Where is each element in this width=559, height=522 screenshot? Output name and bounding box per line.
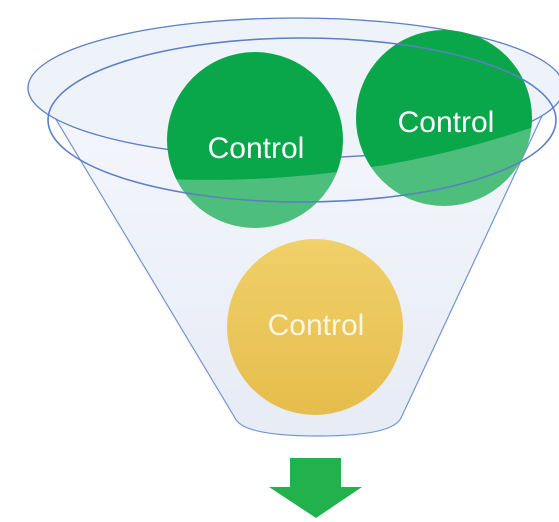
circle-control-bottom — [227, 239, 403, 415]
circle-control-left — [167, 52, 343, 228]
circle-bottom-label: Control — [268, 309, 365, 342]
funnel-rim-inner — [47, 37, 557, 203]
circle-left-label: Control — [208, 132, 305, 165]
circle-right-shape — [356, 30, 532, 206]
circle-bottom-shape — [227, 239, 403, 415]
circle-control-right — [356, 30, 532, 206]
down-arrow-icon — [269, 458, 362, 518]
circle-right-label: Control — [398, 106, 495, 139]
circle-left-shape — [167, 52, 343, 228]
